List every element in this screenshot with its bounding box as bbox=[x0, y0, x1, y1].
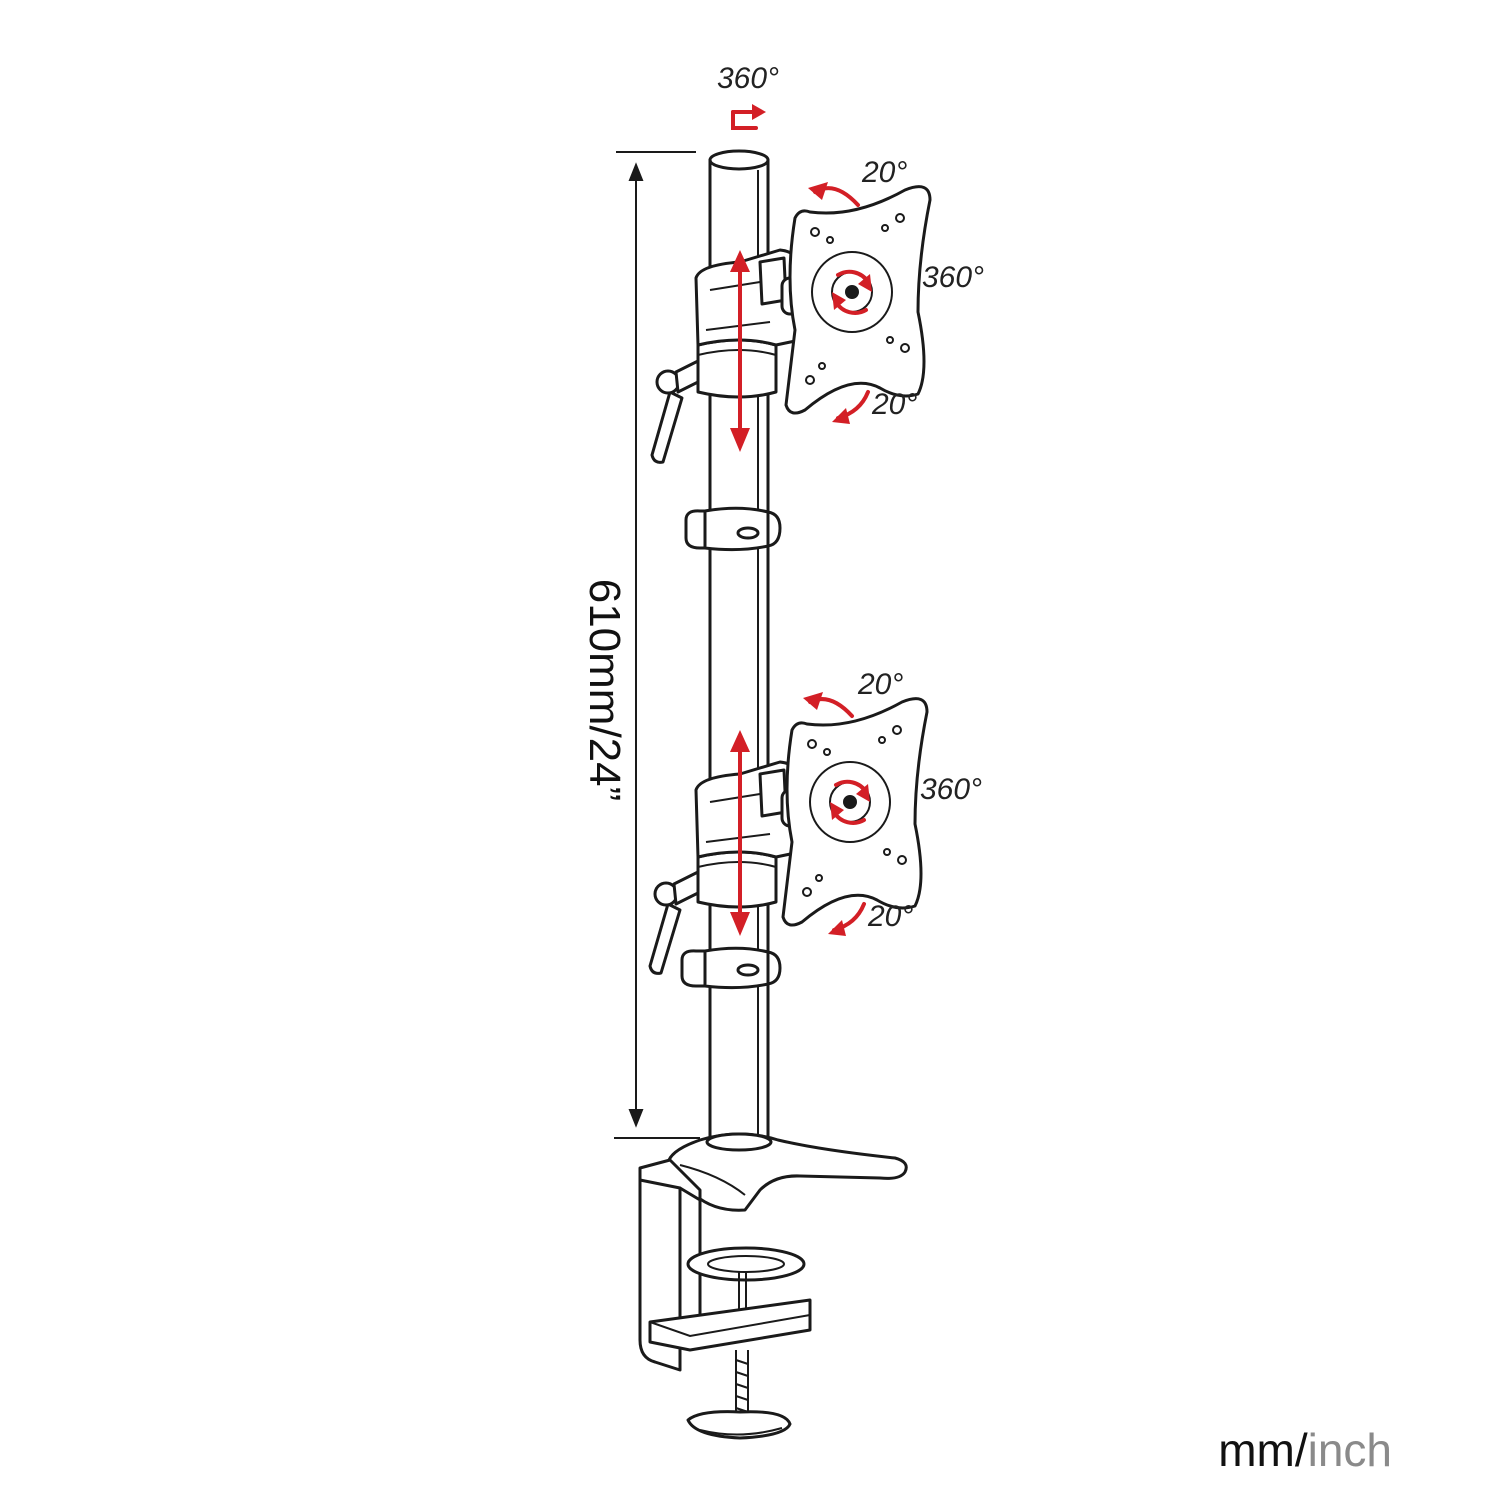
desk-clamp bbox=[638, 1132, 908, 1440]
upper-rotation-label: 360° bbox=[922, 261, 984, 294]
pole-rotation-icon bbox=[731, 104, 766, 130]
plate-rotation-icon bbox=[830, 779, 870, 825]
tilt-up-arrow-icon bbox=[803, 692, 854, 718]
height-arrow-icon bbox=[730, 250, 750, 452]
upper-tilt-up-label: 20° bbox=[861, 156, 907, 189]
tilt-up-arrow-icon bbox=[808, 182, 860, 207]
units-secondary: inch bbox=[1308, 1424, 1392, 1476]
height-dimension-line bbox=[614, 151, 700, 1139]
lower-monitor-arm bbox=[648, 697, 929, 975]
units-primary: mm/ bbox=[1218, 1424, 1308, 1476]
pole-rotation-label: 360° bbox=[717, 62, 779, 95]
lower-tilt-down-label: 20° bbox=[867, 900, 913, 933]
height-arrow-icon bbox=[730, 730, 750, 936]
tilt-down-arrow-icon bbox=[832, 390, 870, 424]
plate-rotation-icon bbox=[832, 269, 872, 315]
height-dimension-label: 610mm/24” bbox=[580, 579, 629, 802]
units-label: mm/inch bbox=[1218, 1424, 1392, 1476]
cable-clip bbox=[680, 946, 782, 990]
tilt-down-arrow-icon bbox=[828, 902, 866, 936]
cable-clip bbox=[684, 506, 782, 552]
lower-tilt-up-label: 20° bbox=[857, 668, 903, 701]
upper-monitor-arm bbox=[650, 185, 932, 464]
upper-tilt-down-label: 20° bbox=[871, 388, 917, 421]
lower-rotation-label: 360° bbox=[920, 773, 982, 806]
